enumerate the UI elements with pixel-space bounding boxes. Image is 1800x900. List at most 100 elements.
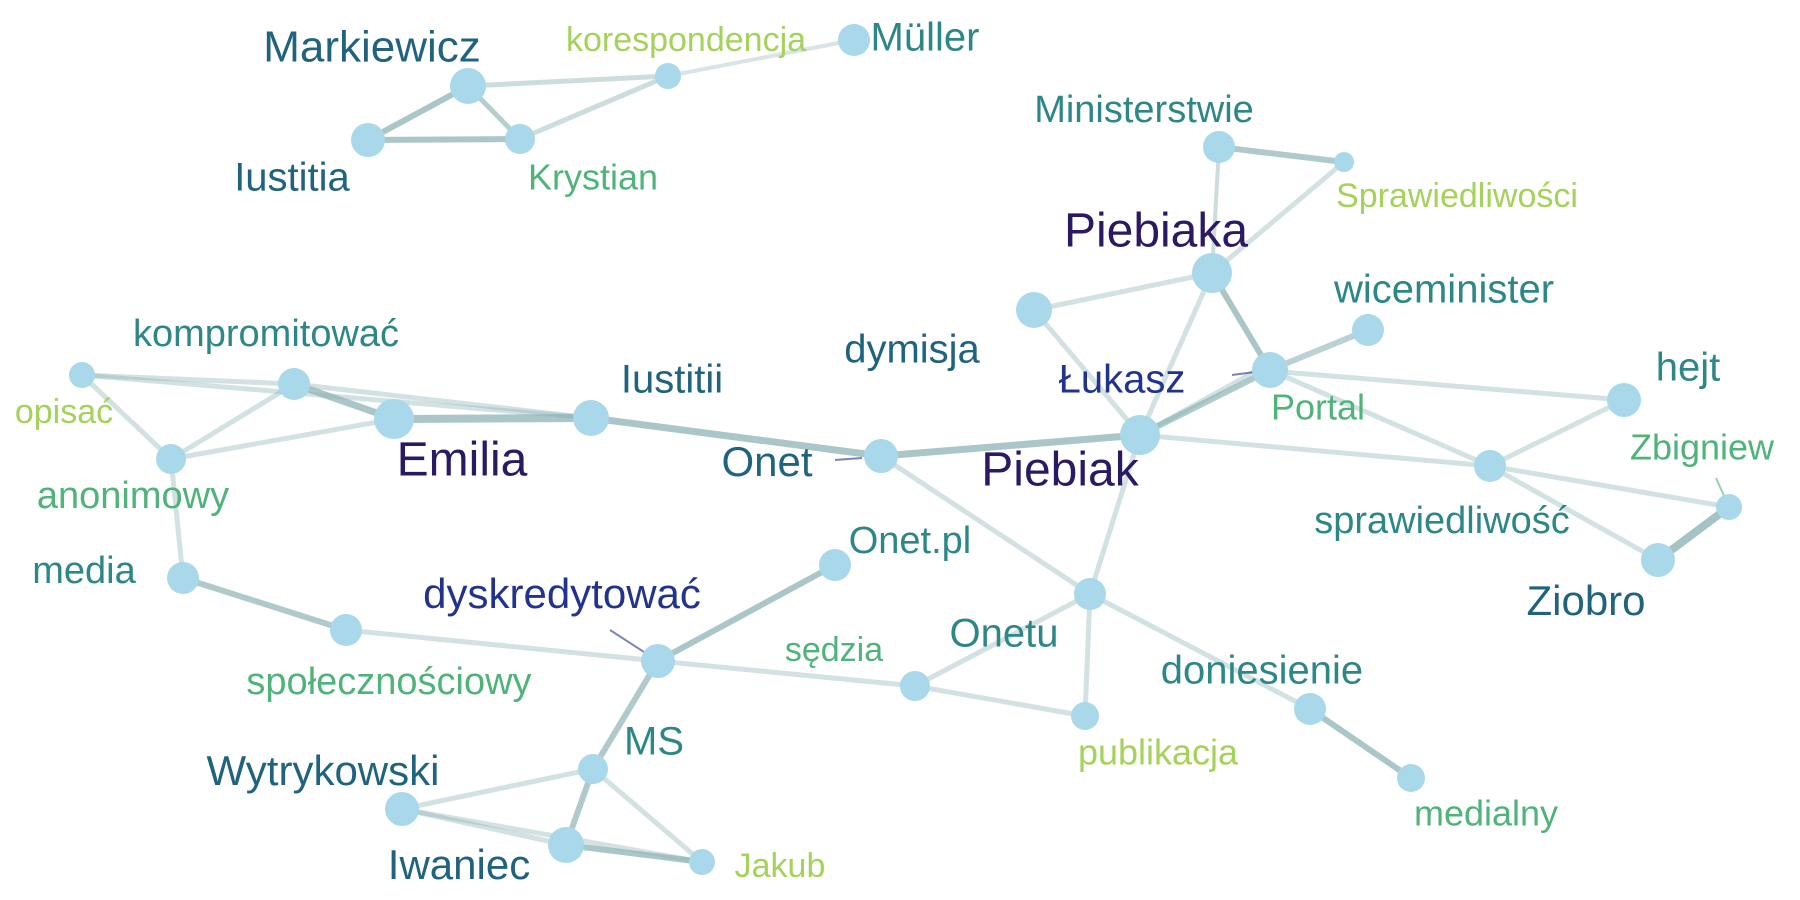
node-krystian	[505, 124, 535, 154]
edge-spolecznosciowy-dyskredytowac	[343, 627, 661, 664]
node-dymisja	[1016, 292, 1052, 328]
label-ziobro: Ziobro	[1526, 577, 1645, 624]
edge-korespondencja-muller	[666, 38, 856, 78]
node-doniesienie	[1294, 693, 1326, 725]
label-markiewicz: Markiewicz	[263, 23, 481, 72]
label-sprawiedliwosc: sprawiedliwość	[1314, 500, 1570, 542]
label-doniesienie: doniesienie	[1161, 649, 1363, 693]
node-markiewicz	[450, 68, 486, 104]
label-zbigniew: Zbigniew	[1630, 427, 1775, 468]
label-korespondencja: korespondencja	[566, 21, 806, 59]
label-medialny: medialny	[1414, 793, 1558, 834]
edge-sedzia-publikacja	[912, 683, 1088, 719]
node-sprawiedliwosci	[1334, 152, 1354, 172]
label-hejt: hejt	[1656, 346, 1721, 390]
node-wiceminister	[1352, 314, 1384, 346]
edge-onet-onetu	[878, 453, 1093, 597]
node-emilia	[374, 399, 414, 439]
edge-piebiaka-dymisja	[1031, 270, 1215, 313]
node-muller	[838, 24, 870, 56]
node-dyskredytowac	[641, 644, 675, 678]
edge-piebiaka-sprawiedliwosci	[1209, 159, 1347, 276]
edge-ms-wytrykowski	[399, 766, 596, 812]
edge-dyskredytowac-onetpl	[655, 562, 838, 664]
nodes-layer	[69, 24, 1742, 875]
label-dymisja: dymisja	[844, 328, 980, 372]
node-korespondencja	[655, 63, 681, 89]
label-muller: Müller	[871, 16, 980, 60]
label-spolecznosciowy: społecznościowy	[246, 661, 531, 703]
label-media: media	[32, 550, 136, 592]
label-anonimowy: anonimowy	[37, 475, 229, 517]
edge-dymisja-piebiak	[1031, 307, 1143, 438]
edge-opisac-anonimowy	[79, 372, 174, 462]
edge-piebiak-sprawiedliwosc	[1137, 432, 1493, 469]
edge-iustitii-kompromitowac	[291, 381, 594, 421]
edge-portal-hejt	[1255, 367, 1627, 403]
label-wytrykowski: Wytrykowski	[207, 747, 440, 794]
edge-sedzia-onetu	[912, 591, 1093, 689]
node-ministerstwie	[1203, 131, 1235, 163]
node-lukasz	[1252, 352, 1288, 388]
edge-piebiak-onet	[877, 431, 1144, 460]
node-medialny	[1397, 764, 1425, 792]
edge-piebiaka-piebiak	[1137, 270, 1215, 438]
label-emilia: Emilia	[397, 434, 528, 487]
edge-iustitia-krystian	[365, 136, 523, 143]
node-media	[167, 562, 199, 594]
label-onetu: Onetu	[950, 612, 1059, 656]
label-iustitii: Iustitii	[621, 358, 723, 402]
label-ministerstwie: Ministerstwie	[1034, 89, 1254, 131]
edge-anonimowy-media	[168, 456, 186, 581]
edge-piebiak-onetu	[1087, 432, 1143, 597]
label-dyskredytowac: dyskredytować	[423, 570, 701, 617]
node-ms	[578, 754, 608, 784]
node-ziobro	[1641, 543, 1675, 577]
edge-kompromitowac-opisac	[79, 372, 297, 387]
node-publikacja	[1071, 702, 1099, 730]
node-iustitia	[351, 123, 385, 157]
edge-wytrykowski-iwaniec	[399, 806, 569, 848]
edge-dyskredytowac-sedzia	[655, 658, 918, 689]
node-wytrykowski	[385, 792, 419, 826]
edge-iustitii-emilia	[390, 414, 595, 423]
label-ms: MS	[624, 720, 684, 764]
edge-markiewicz-korespondencja	[465, 73, 671, 89]
node-sprawiedliwosc	[1474, 450, 1506, 482]
edge-sprawiedliwosc-zbigniew	[1487, 463, 1732, 510]
node-onet	[864, 439, 898, 473]
edge-onetu-doniesienie	[1087, 591, 1313, 712]
label-jakub: Jakub	[735, 847, 826, 885]
edge-iwaniec-jakub	[563, 842, 705, 865]
label-piebiaka: Piebiaka	[1064, 205, 1248, 258]
label-sedzia: sędzia	[785, 631, 883, 669]
label-onetpl: Onet.pl	[849, 520, 972, 562]
label-leader-onet	[834, 457, 863, 461]
edge-lukasz-sprawiedliwosc	[1267, 367, 1493, 469]
edge-emilia-anonimowy	[168, 416, 397, 462]
edge-sprawiedliwosc-ziobro	[1487, 463, 1661, 563]
node-piebiak	[1120, 415, 1160, 455]
label-lukasz: Łukasz	[1059, 358, 1186, 402]
edge-sprawiedliwosc-hejt	[1487, 397, 1627, 469]
edge-lukasz-piebiak	[1137, 367, 1273, 438]
label-publikacja: publikacja	[1078, 732, 1239, 773]
node-zbigniew	[1716, 494, 1742, 520]
node-sedzia	[900, 671, 930, 701]
edge-onet-iustitii	[587, 414, 885, 460]
node-hejt	[1607, 383, 1641, 417]
edge-doniesienie-medialny	[1307, 706, 1414, 781]
edge-markiewicz-iustitia	[365, 83, 471, 143]
label-onet: Onet	[721, 438, 812, 485]
label-sprawiedliwosci: Sprawiedliwości	[1336, 177, 1578, 215]
label-opisac: opisać	[15, 393, 113, 431]
node-onetu	[1074, 578, 1106, 610]
node-kompromitowac	[278, 368, 310, 400]
label-krystian: Krystian	[528, 157, 658, 198]
edge-onetu-publikacja	[1082, 591, 1093, 719]
edge-krystian-korespondencja	[517, 73, 671, 142]
node-piebiaka	[1192, 253, 1232, 293]
node-onetpl	[819, 549, 851, 581]
node-anonimowy	[156, 444, 186, 474]
